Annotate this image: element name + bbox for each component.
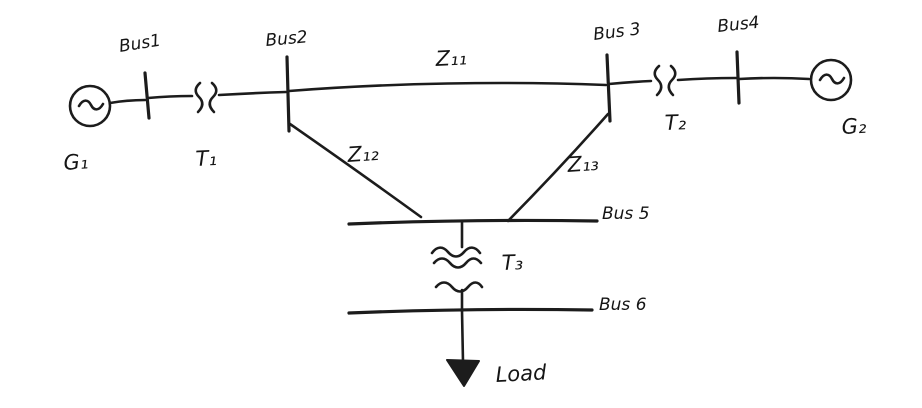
bus3-bar	[605, 53, 612, 123]
line-bus1-to-t1	[146, 94, 194, 100]
bus1-bar	[143, 71, 151, 120]
line-bus4-to-g2	[737, 76, 811, 81]
bus2-bar	[285, 55, 291, 133]
load-arrow-icon	[446, 359, 480, 387]
line-g1-to-bus1	[108, 98, 147, 105]
transformer-t1-symbol	[194, 81, 218, 114]
transformer-t2-winding-right	[667, 64, 677, 97]
bus5-bar	[347, 218, 599, 226]
generator-g2-tilde-icon	[818, 73, 846, 85]
line-bus6-to-load	[460, 309, 465, 364]
line-z12	[288, 122, 423, 219]
transformer-t2-label: T₂	[664, 110, 687, 135]
line-bus3-to-t2	[607, 79, 653, 86]
transformer-t3-winding-lower	[434, 281, 484, 293]
line-z11	[287, 81, 608, 93]
line-t1-to-bus2	[217, 90, 288, 97]
generator-g1-label: G₁	[63, 149, 89, 175]
transformer-t2-winding-left	[653, 64, 663, 97]
bus5-label: Bus 5	[602, 204, 650, 224]
generator-g1-tilde-icon	[77, 99, 105, 111]
generator-g1-symbol	[68, 84, 112, 128]
transformer-t3-symbol	[430, 246, 484, 293]
line-z13-label: Z₁₃	[566, 151, 600, 177]
bus4-bar	[735, 50, 741, 105]
transformer-t2-symbol	[653, 64, 677, 97]
bus6-label: Bus 6	[599, 295, 647, 315]
generator-g2-circle	[809, 58, 853, 102]
bus3-label: Bus 3	[592, 19, 642, 45]
transformer-t3-label: T₃	[501, 250, 523, 275]
generator-g1-circle	[68, 84, 112, 128]
generator-g2-symbol	[809, 58, 853, 102]
transformer-t1-label: T₁	[195, 146, 217, 171]
transformer-t1-winding-right	[208, 81, 218, 114]
bus1-label: Bus1	[118, 31, 163, 57]
line-z13	[506, 112, 610, 223]
line-z11-label: Z₁₁	[434, 45, 467, 71]
transformer-t3-winding-upper	[430, 246, 482, 258]
bus2-label: Bus2	[265, 27, 309, 51]
bus4-label: Bus4	[716, 13, 760, 37]
load-label: Load	[495, 360, 548, 387]
line-z12-label: Z₁₂	[346, 141, 380, 167]
bus6-bar	[347, 307, 594, 315]
transformer-t1-winding-left	[194, 81, 204, 114]
transformer-t3-winding-mid	[432, 257, 483, 269]
line-t2-to-bus4	[676, 76, 738, 82]
generator-g2-label: G₂	[841, 114, 867, 139]
